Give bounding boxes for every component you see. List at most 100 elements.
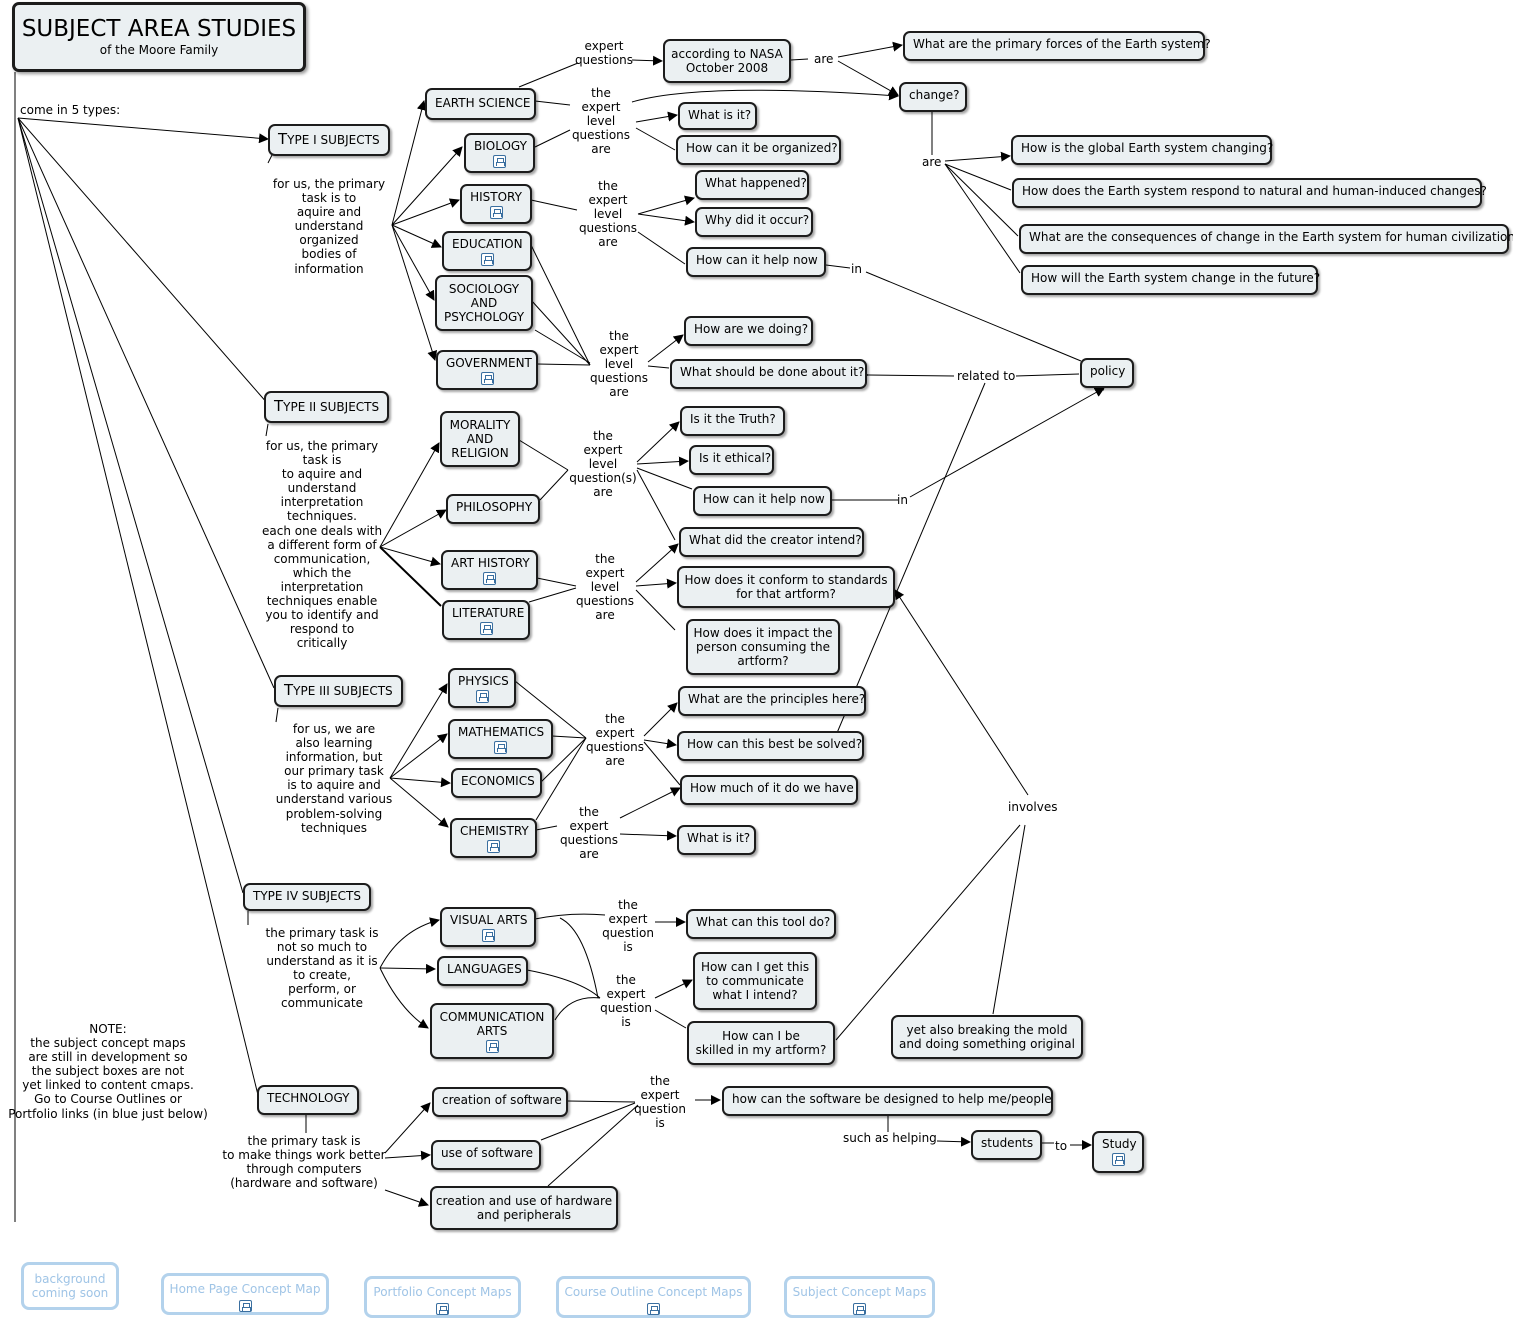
what-is-it-question-2[interactable]: What is it? — [677, 825, 756, 855]
chemistry-node[interactable]: CHEMISTRY — [450, 818, 537, 858]
concept-map-link-icon[interactable] — [853, 1303, 866, 1315]
how-organized-question[interactable]: How can it be organized? — [676, 135, 841, 165]
history-expert-label: the expert level questions are — [578, 179, 638, 250]
breaking-mold-node[interactable]: yet also breaking the mold and doing som… — [891, 1015, 1083, 1059]
related-to-label: related to — [957, 369, 1016, 383]
truth-question[interactable]: Is it the Truth? — [680, 406, 785, 436]
concept-map-link-icon[interactable] — [489, 206, 503, 219]
concept-map-link-icon[interactable] — [483, 572, 496, 585]
earth-science-node[interactable]: EARTH SCIENCE — [425, 88, 536, 120]
morality-expert-label: the expert level question(s) are — [569, 429, 637, 500]
languages-node[interactable]: LANGUAGES — [437, 956, 528, 986]
creation-hardware-node[interactable]: creation and use of hardware and periphe… — [430, 1186, 618, 1230]
tool-question[interactable]: What can this tool do? — [686, 909, 836, 939]
education-node[interactable]: EDUCATION — [442, 231, 532, 271]
help-now-question-1[interactable]: How can it help now — [686, 247, 826, 277]
primary-forces-question[interactable]: What are the primary forces of the Earth… — [903, 31, 1211, 61]
sociology-psychology-node[interactable]: SOCIOLOGY AND PSYCHOLOGY — [435, 275, 533, 331]
visual-arts-node[interactable]: VISUAL ARTS — [440, 907, 536, 947]
technology-node[interactable]: TECHNOLOGY — [257, 1085, 360, 1115]
creator-intend-question[interactable]: What did the creator intend? — [679, 527, 864, 557]
concept-map-link-icon[interactable] — [436, 1303, 449, 1315]
mathematics-node[interactable]: MATHEMATICS — [448, 719, 553, 759]
impact-person-question[interactable]: How does it impact the person consuming … — [686, 619, 840, 675]
subject-maps-link[interactable]: Subject Concept Maps — [784, 1276, 935, 1318]
principles-question[interactable]: What are the principles here? — [678, 686, 866, 716]
in-label-1: in — [851, 262, 862, 276]
ethical-question[interactable]: Is it ethical? — [689, 445, 774, 475]
expert-questions-label: expert questions — [574, 39, 634, 68]
type3-subjects-node[interactable]: TYPE III SUBJECTS — [274, 675, 403, 707]
tech-expert-label: the expert question is — [634, 1074, 686, 1131]
concept-map-link-icon[interactable] — [480, 372, 494, 385]
what-is-it-question-1[interactable]: What is it? — [678, 102, 757, 130]
technology-description: the primary task is to make things work … — [222, 1134, 386, 1191]
conform-standards-question[interactable]: How does it conform to standards for tha… — [677, 566, 895, 608]
background-link[interactable]: background coming soon — [21, 1262, 119, 1310]
students-node[interactable]: students — [971, 1130, 1042, 1160]
policy-node[interactable]: policy — [1080, 358, 1134, 388]
earth-future-question[interactable]: How will the Earth system change in the … — [1021, 265, 1320, 295]
skilled-artform-question[interactable]: How can I be skilled in my artform? — [687, 1021, 835, 1065]
study-node[interactable]: Study — [1092, 1131, 1144, 1173]
in-label-2: in — [897, 493, 908, 507]
literature-node[interactable]: LITERATURE — [442, 600, 530, 640]
type4-subjects-node[interactable]: TYPE IV SUBJECTS — [243, 883, 371, 911]
type3-description: for us, we are also learning information… — [275, 722, 393, 835]
to-label: to — [1055, 1139, 1068, 1153]
page-title: SUBJECT AREA STUDIES — [21, 16, 297, 42]
earth-expert-label: the expert level questions are — [571, 86, 631, 157]
software-help-question[interactable]: how can the software be designed to help… — [722, 1086, 1053, 1116]
communicate-intent-question[interactable]: How can I get this to communicate what I… — [693, 952, 817, 1010]
how-doing-question[interactable]: How are we doing? — [684, 316, 813, 346]
concept-map-link-icon[interactable] — [647, 1303, 660, 1315]
physics-expert-label: the expert questions are — [585, 712, 645, 769]
creation-of-software-node[interactable]: creation of software — [432, 1087, 568, 1117]
biology-node[interactable]: BIOLOGY — [464, 133, 535, 173]
earth-respond-question[interactable]: How does the Earth system respond to nat… — [1012, 178, 1487, 208]
morality-religion-node[interactable]: MORALITY AND RELIGION — [440, 411, 520, 467]
history-node[interactable]: HISTORY — [460, 184, 532, 224]
change-node[interactable]: change? — [899, 82, 967, 112]
concept-map-link-icon[interactable] — [479, 622, 493, 635]
page-subtitle: of the Moore Family — [99, 43, 219, 57]
portfolio-link[interactable]: Portfolio Concept Maps — [364, 1276, 521, 1318]
why-occur-question[interactable]: Why did it occur? — [695, 207, 813, 237]
concept-map-link-icon[interactable] — [238, 1300, 252, 1312]
use-of-software-node[interactable]: use of software — [431, 1140, 541, 1170]
art-history-node[interactable]: ART HISTORY — [441, 550, 538, 590]
should-be-done-question[interactable]: What should be done about it? — [670, 359, 867, 389]
type4-description: the primary task is not so much to under… — [265, 926, 379, 1011]
economics-node[interactable]: ECONOMICS — [451, 768, 542, 798]
government-node[interactable]: GOVERNMENT — [436, 350, 538, 390]
philosophy-node[interactable]: PHILOSOPHY — [446, 494, 540, 524]
course-outline-link[interactable]: Course Outline Concept Maps — [556, 1276, 751, 1318]
home-page-link[interactable]: Home Page Concept Map — [161, 1273, 329, 1315]
nasa-node[interactable]: according to NASA October 2008 — [663, 39, 791, 83]
chemistry-expert-label: the expert questions are — [559, 805, 619, 862]
concept-map-link-icon[interactable] — [487, 840, 500, 853]
involves-label: involves — [1008, 800, 1058, 814]
main-title-node: SUBJECT AREA STUDIES of the Moore Family — [12, 2, 306, 72]
concept-map-link-icon[interactable] — [481, 929, 495, 942]
communication-arts-node[interactable]: COMMUNICATION ARTS — [430, 1003, 554, 1059]
what-happened-question[interactable]: What happened? — [695, 170, 809, 200]
best-solved-question[interactable]: How can this best be solved? — [677, 731, 864, 761]
physics-node[interactable]: PHYSICS — [448, 668, 516, 708]
concept-map-link-icon[interactable] — [493, 155, 506, 168]
type2-subjects-node[interactable]: TYPE II SUBJECTS — [264, 391, 390, 423]
type2-description: for us, the primary task is to aquire an… — [262, 439, 383, 651]
type1-subjects-node[interactable]: TYPE I SUBJECTS — [268, 124, 390, 156]
concept-map-link-icon[interactable] — [480, 253, 494, 266]
global-change-question[interactable]: How is the global Earth system changing? — [1011, 135, 1273, 165]
note-text: NOTE: the subject concept maps are still… — [8, 1022, 208, 1121]
concept-map-link-icon[interactable] — [494, 741, 507, 754]
consequences-question[interactable]: What are the consequences of change in t… — [1019, 224, 1513, 254]
help-now-question-2[interactable]: How can it help now — [693, 486, 832, 516]
how-much-question[interactable]: How much of it do we have — [680, 775, 858, 805]
concept-map-link-icon[interactable] — [485, 1039, 499, 1053]
concept-map-link-icon[interactable] — [1111, 1153, 1125, 1166]
such-as-label: such as helping — [843, 1131, 937, 1145]
concept-map-link-icon[interactable] — [475, 690, 489, 703]
